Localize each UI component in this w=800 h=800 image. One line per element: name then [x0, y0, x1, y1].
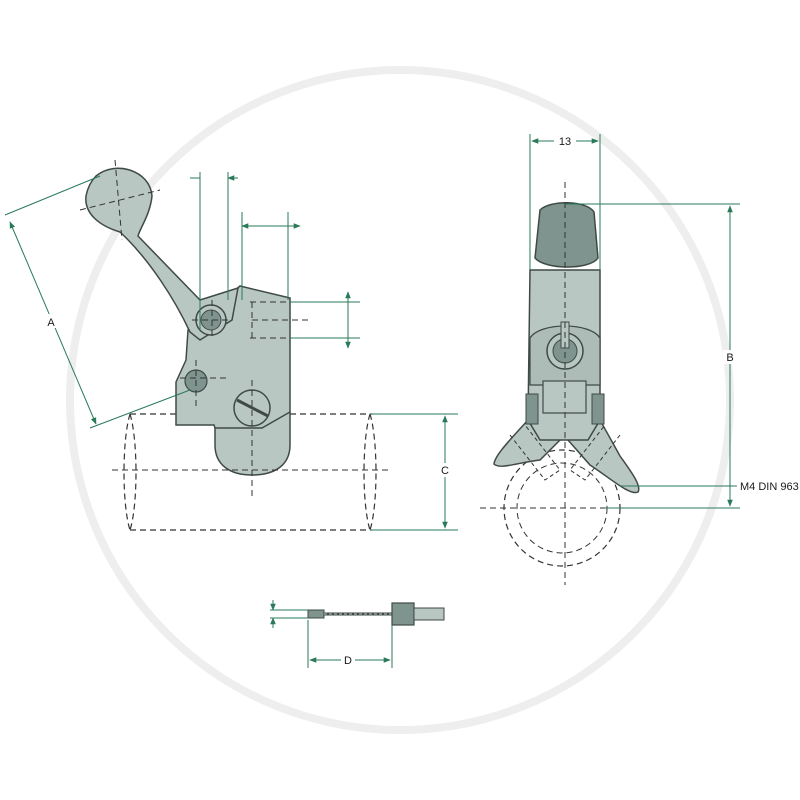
dimension-pivot-width	[190, 172, 301, 330]
front-view: 13 B M4 DIN 963	[480, 134, 799, 585]
dimension-label-width: 13	[559, 136, 571, 148]
dimension-label-a: A	[47, 317, 55, 329]
body-shoulder-right	[591, 393, 605, 425]
cable-outer-sleeve	[413, 607, 445, 621]
body-shoulder-left	[525, 393, 539, 425]
lever-arm	[85, 167, 239, 341]
cable-end-nipple	[391, 602, 415, 626]
watermark-circle	[66, 66, 734, 734]
side-view: A C	[4, 159, 458, 531]
dimension-label-b: B	[726, 352, 733, 364]
screw-note-label: M4 DIN 963	[740, 481, 799, 493]
dimension-label-d: D	[344, 655, 352, 667]
dimension-cable-slot	[290, 291, 360, 349]
dimension-cable-dia	[270, 600, 308, 628]
pivot-bolt-head	[200, 309, 222, 331]
dimension-label-c: C	[441, 465, 449, 477]
cable-detail: D	[270, 600, 445, 668]
lever-ball-front	[534, 202, 599, 268]
cable-ferrule-small	[307, 609, 325, 619]
